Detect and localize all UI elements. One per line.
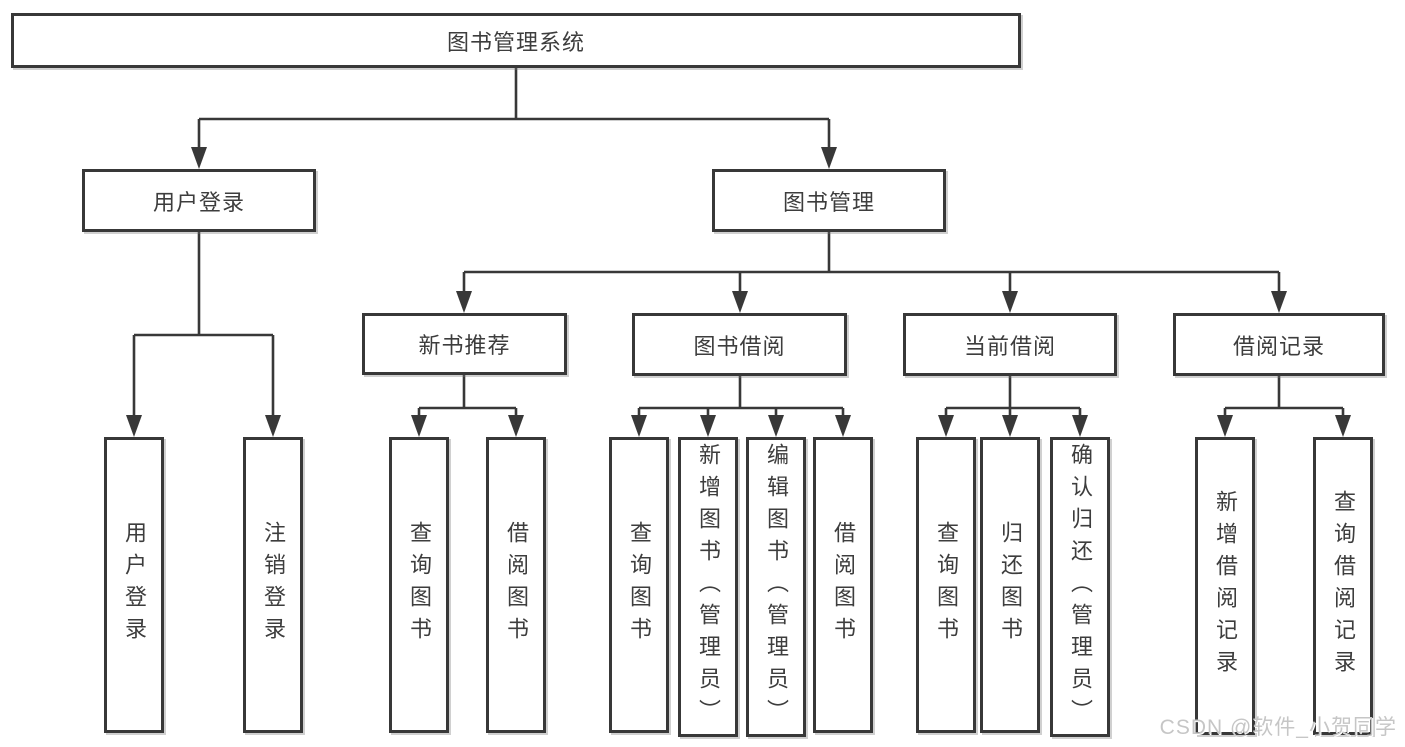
leaf-query-books-current: 查询图书 xyxy=(916,437,976,733)
node-label: 图书借阅 xyxy=(693,333,786,359)
node-book-borrow: 图书借阅 xyxy=(632,313,847,376)
leaf-logout: 注销登录 xyxy=(243,437,303,733)
arrowheads xyxy=(126,147,1351,437)
leaf-add-borrow-record: 新增借阅记录 xyxy=(1195,437,1255,735)
leaf-edit-book-admin: 编辑图书（管理员） xyxy=(746,437,806,737)
leaf-label: 新增图书（管理员） xyxy=(696,443,721,731)
leaf-label: 查询借阅记录 xyxy=(1331,490,1356,682)
node-new-book-recommend: 新书推荐 xyxy=(362,313,567,375)
leaf-label: 用户登录 xyxy=(122,521,147,649)
leaf-borrow-books-borrow: 借阅图书 xyxy=(813,437,873,733)
leaf-label: 归还图书 xyxy=(998,521,1023,649)
leaf-query-books-recommend: 查询图书 xyxy=(389,437,449,733)
leaf-label: 借阅图书 xyxy=(831,521,856,649)
node-label: 用户登录 xyxy=(152,189,245,215)
node-label: 当前借阅 xyxy=(963,333,1056,359)
leaf-label: 新增借阅记录 xyxy=(1213,490,1238,682)
leaf-label: 查询图书 xyxy=(407,521,432,649)
leaf-confirm-return-admin: 确认归还（管理员） xyxy=(1050,437,1110,737)
node-label: 图书管理 xyxy=(782,189,875,215)
node-user-login: 用户登录 xyxy=(82,169,316,232)
leaf-label: 查询图书 xyxy=(627,521,652,649)
node-borrow-records: 借阅记录 xyxy=(1173,313,1385,376)
csdn-watermark: CSDN @软件_小贺同学 xyxy=(1159,716,1397,739)
leaf-label: 注销登录 xyxy=(261,521,286,649)
node-current-borrow: 当前借阅 xyxy=(903,313,1117,376)
leaf-user-login: 用户登录 xyxy=(104,437,164,733)
node-library-management-system: 图书管理系统 xyxy=(11,13,1021,68)
node-label: 图书管理系统 xyxy=(446,29,585,55)
leaf-return-book: 归还图书 xyxy=(980,437,1040,733)
node-label: 借阅记录 xyxy=(1232,333,1325,359)
leaf-add-book-admin: 新增图书（管理员） xyxy=(678,437,738,737)
leaf-borrow-books-recommend: 借阅图书 xyxy=(486,437,546,733)
leaf-label: 编辑图书（管理员） xyxy=(764,443,789,731)
leaf-label: 查询图书 xyxy=(934,521,959,649)
leaf-query-books-borrow: 查询图书 xyxy=(609,437,669,733)
node-label: 新书推荐 xyxy=(418,333,511,358)
leaf-query-borrow-record: 查询借阅记录 xyxy=(1313,437,1373,735)
node-book-management: 图书管理 xyxy=(712,169,946,232)
leaf-label: 借阅图书 xyxy=(504,521,529,649)
leaf-label: 确认归还（管理员） xyxy=(1068,443,1093,731)
